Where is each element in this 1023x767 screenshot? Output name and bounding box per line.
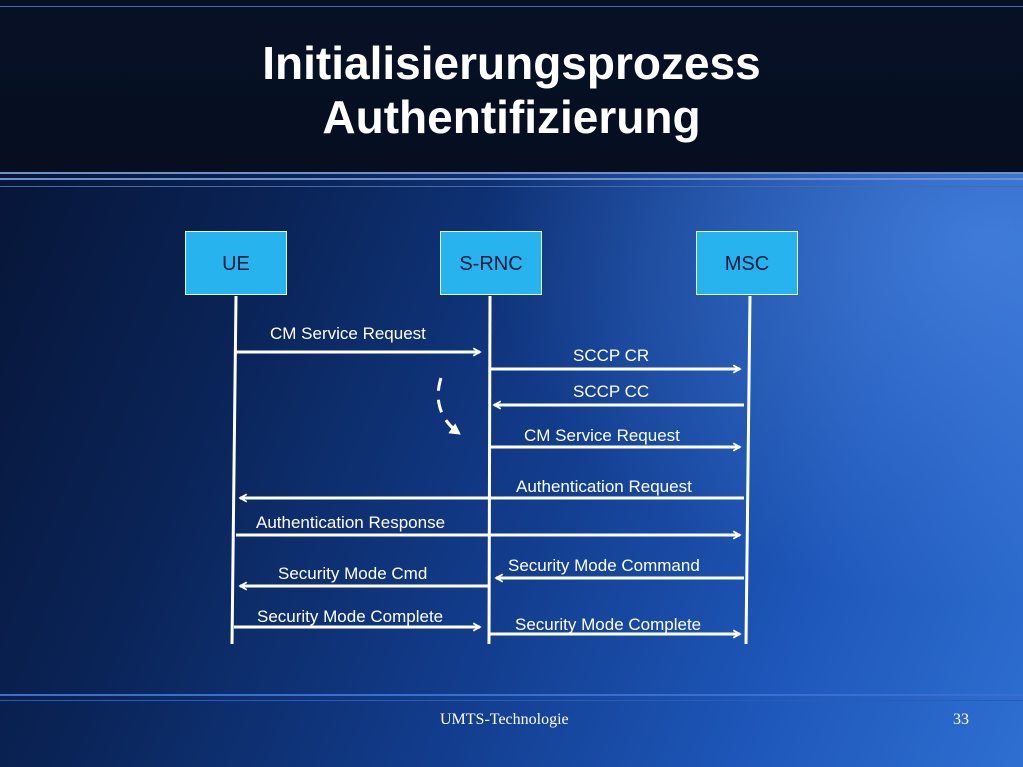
message-label: CM Service Request: [524, 426, 680, 445]
message-label: SCCP CR: [573, 346, 650, 365]
slide-title: Initialisierungsprozess Authentifizierun…: [0, 36, 1023, 144]
footer-rule: [0, 694, 1023, 696]
dashed-curved-arrow: [436, 377, 461, 436]
entity-ue-label: UE: [222, 253, 250, 275]
message-label: Security Mode Complete: [515, 615, 702, 634]
title-band: [0, 0, 1023, 174]
footer-rule-thin: [0, 700, 1023, 701]
lifeline-msc: [744, 295, 752, 645]
footer-title: UMTS-Technologie: [440, 711, 569, 728]
message-label: Security Mode Complete: [257, 607, 444, 626]
page-number: 33: [953, 711, 969, 728]
message-label: CM Service Request: [270, 324, 426, 343]
title-rule: [0, 6, 1023, 7]
slide-title-line2: Authentifizierung: [322, 91, 701, 143]
entity-ue: UE: [185, 231, 287, 295]
entity-srnc-label: S-RNC: [459, 253, 523, 275]
message-label: Authentication Request: [516, 477, 692, 496]
message-label: Authentication Response: [256, 513, 446, 532]
entity-msc-label: MSC: [724, 253, 770, 275]
slide-title-line1: Initialisierungsprozess: [262, 37, 761, 89]
title-separator: [0, 178, 1023, 180]
entity-srnc: S-RNC: [440, 231, 542, 295]
message-label: Security Mode Cmd: [278, 564, 428, 583]
message-label: SCCP CC: [573, 382, 650, 401]
message-label: Security Mode Command: [508, 556, 700, 575]
title-separator-thin: [0, 186, 1023, 187]
lifeline-srnc: [487, 295, 492, 645]
entity-msc: MSC: [696, 231, 798, 295]
lifeline-ue: [230, 295, 238, 645]
